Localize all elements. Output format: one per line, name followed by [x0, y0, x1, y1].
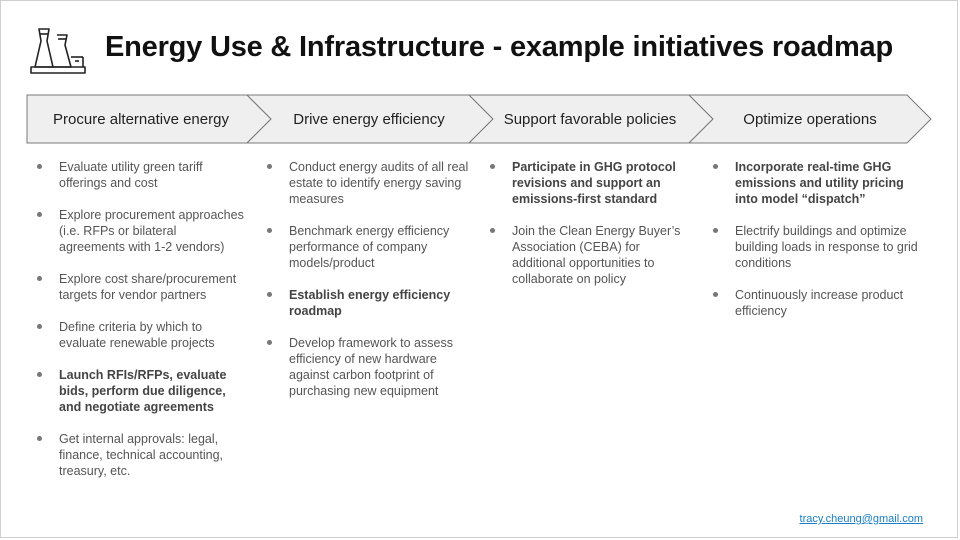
power-plant-icon — [30, 28, 86, 74]
list-item: Establish energy efficiency roadmap — [263, 287, 471, 319]
roadmap-chevrons — [26, 94, 932, 144]
phase-2-list: Conduct energy audits of all real estate… — [263, 159, 471, 399]
phase-1-label: Procure alternative energy — [53, 110, 229, 128]
phase-3-label: Support favorable policies — [503, 110, 677, 128]
phase-2-label: Drive energy efficiency — [293, 110, 445, 128]
list-item: Conduct energy audits of all real estate… — [263, 159, 471, 207]
phase-4-label: Optimize operations — [743, 110, 877, 128]
phase-4-column: Incorporate real-time GHG emissions and … — [709, 159, 921, 335]
phase-3-list: Participate in GHG protocol revisions an… — [486, 159, 694, 287]
phase-3-column: Participate in GHG protocol revisions an… — [486, 159, 694, 303]
list-item: Define criteria by which to evaluate ren… — [33, 319, 245, 351]
list-item: Get internal approvals: legal, finance, … — [33, 431, 245, 479]
phase-2-column: Conduct energy audits of all real estate… — [263, 159, 471, 415]
list-item: Benchmark energy efficiency performance … — [263, 223, 471, 271]
list-item: Evaluate utility green tariff offerings … — [33, 159, 245, 191]
list-item: Explore cost share/procurement targets f… — [33, 271, 245, 303]
list-item: Launch RFIs/RFPs, evaluate bids, perform… — [33, 367, 245, 415]
list-item: Incorporate real-time GHG emissions and … — [709, 159, 921, 207]
phase-1-column: Evaluate utility green tariff offerings … — [33, 159, 245, 495]
list-item: Join the Clean Energy Buyer’s Associatio… — [486, 223, 694, 287]
chevron-phase-4 — [687, 94, 932, 144]
footer-email-link[interactable]: tracy.cheung@gmail.com — [799, 513, 923, 525]
list-item: Electrify buildings and optimize buildin… — [709, 223, 921, 271]
list-item: Explore procurement approaches (i.e. RFP… — [33, 207, 245, 255]
list-item: Continuously increase product efficiency — [709, 287, 921, 319]
list-item: Participate in GHG protocol revisions an… — [486, 159, 694, 207]
list-item: Develop framework to assess efficiency o… — [263, 335, 471, 399]
phase-4-list: Incorporate real-time GHG emissions and … — [709, 159, 921, 319]
page-title: Energy Use & Infrastructure - example in… — [105, 31, 893, 63]
phase-1-list: Evaluate utility green tariff offerings … — [33, 159, 245, 479]
